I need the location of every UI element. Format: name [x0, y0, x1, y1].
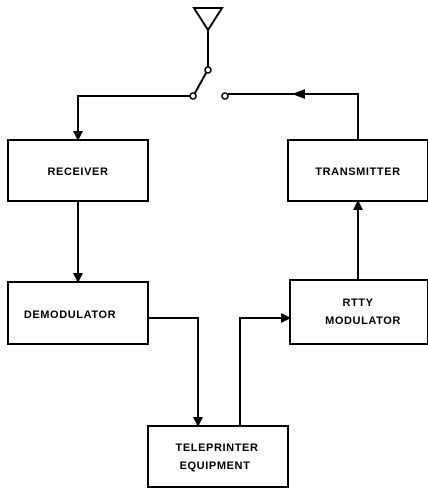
demodulator-to-teleprinter-line [148, 317, 203, 427]
teleprinter-label-line2: EQUIPMENT [180, 460, 251, 472]
switch-to-receiver-line [73, 95, 190, 141]
rtty-modulator-block: RTTY MODULATOR [289, 279, 428, 345]
transmitter-block: TRANSMITTER [287, 139, 428, 202]
teleprinter-label-line1: TELEPRINTER [176, 442, 259, 454]
demodulator-block: DEMODULATOR [7, 281, 149, 345]
transmitter-to-switch-line [228, 93, 359, 140]
switch-icon [189, 66, 229, 100]
transmitter-to-switch-arrow [292, 89, 305, 99]
receiver-label: RECEIVER [47, 166, 108, 178]
teleprinter-equipment-block: TELEPRINTER EQUIPMENT [147, 425, 289, 488]
rtty-modulator-label-line2: MODULATOR [325, 315, 401, 327]
teleprinter-to-modulator-line [239, 313, 291, 426]
rtty-modulator-label-line1: RTTY [342, 297, 373, 309]
receiver-block: RECEIVER [7, 139, 149, 202]
transmitter-label: TRANSMITTER [315, 166, 400, 178]
demodulator-label: DEMODULATOR [24, 309, 116, 321]
antenna-icon [192, 7, 224, 68]
